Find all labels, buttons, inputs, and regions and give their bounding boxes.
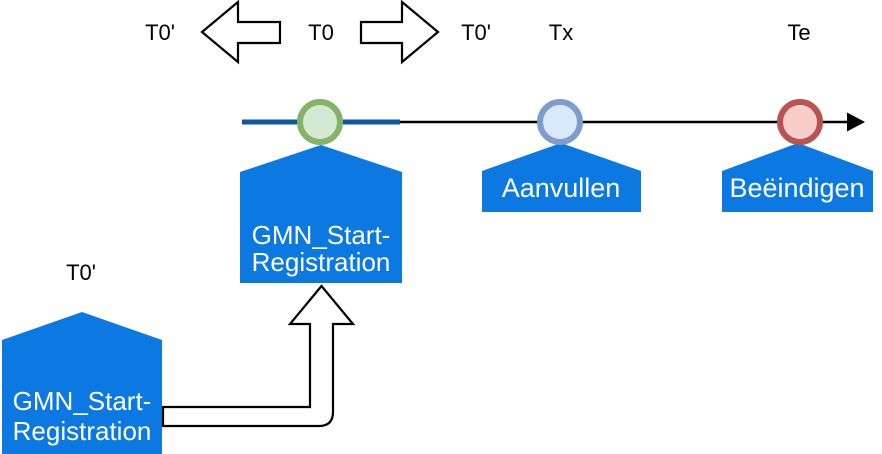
node-start-registration-early (2, 312, 162, 454)
t0-prime-bottom-label: T0' (66, 260, 96, 285)
early-registration-label-line2: Registration (13, 416, 152, 446)
node-start-registration (240, 145, 402, 283)
early-registration-label-line1: GMN_Start- (13, 386, 152, 416)
start-registration-label-line1: GMN_Start- (252, 220, 391, 250)
beeindigen-label: Beëindigen (729, 173, 864, 203)
node-beeindigen (722, 143, 873, 212)
elbow-arrow-icon (161, 284, 356, 428)
timeline-arrowhead-icon (847, 112, 865, 132)
shift-right-block-arrow-icon (359, 0, 440, 65)
t0-prime-right-label: T0' (461, 20, 491, 45)
event-circle-tx (537, 99, 583, 145)
event-circle-te (777, 99, 823, 145)
t0-prime-left-label: T0' (145, 20, 175, 45)
aanvullen-label: Aanvullen (502, 173, 621, 203)
te-label: Te (787, 20, 810, 45)
start-registration-label-line2: Registration (252, 247, 391, 277)
event-circle-t0 (297, 99, 343, 145)
shift-left-block-arrow-icon (200, 0, 282, 65)
t0-label: T0 (308, 20, 334, 45)
node-aanvullen (482, 143, 641, 212)
tx-label: Tx (549, 20, 573, 45)
